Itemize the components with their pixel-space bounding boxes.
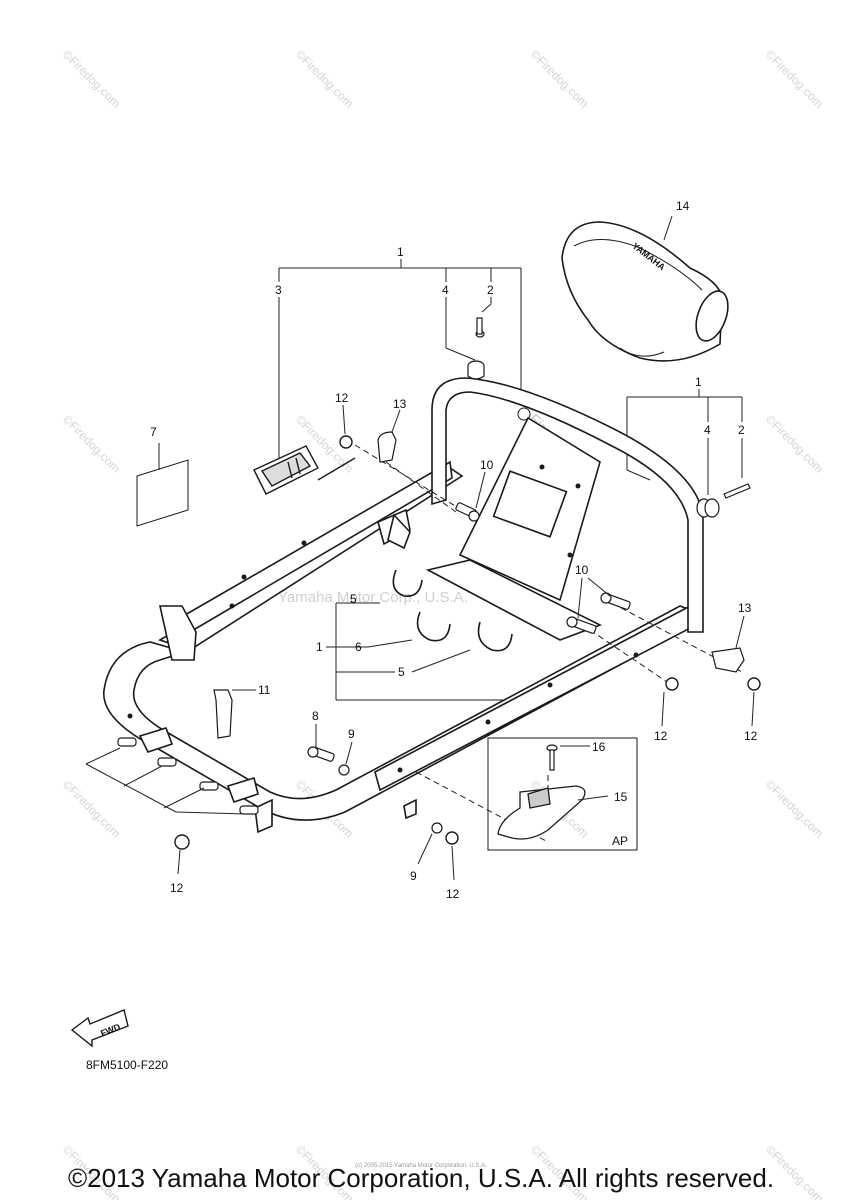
part-3-grip-pad (253, 445, 356, 495)
callout-6: 6 (355, 640, 362, 654)
part-4-collar (467, 360, 485, 380)
watermark-text: ©Firedog.com (763, 777, 826, 840)
callout-1: 1 (695, 375, 702, 389)
watermark-center-company: Yamaha Motor Corp., U.S.A. (278, 589, 468, 606)
part-7-label (136, 459, 189, 527)
fine-print: (c) 2005-2015 Yamaha Motor Corporation, … (355, 1163, 487, 1169)
callout-12: 12 (744, 729, 758, 743)
part-12-nut (174, 834, 190, 850)
callout-9: 9 (348, 727, 355, 741)
callout-12: 12 (170, 881, 184, 895)
part-16-screw (546, 744, 558, 771)
diagram-code: 8FM5100-F220 (86, 1058, 169, 1072)
callout-14: 14 (676, 199, 690, 213)
part-13-bracket (377, 431, 397, 463)
callout-5: 5 (398, 665, 405, 679)
part-14-seat-cushion: YAMAHA (561, 221, 729, 362)
item-1-right-bracket (626, 389, 743, 495)
frame-holes (127, 407, 639, 773)
fwd-arrow-icon: FWD (70, 1009, 129, 1048)
callout-9: 9 (410, 869, 417, 883)
callout-12: 12 (654, 729, 668, 743)
part-10-bolts-right (566, 592, 631, 634)
callout-2: 2 (487, 283, 494, 297)
part-10-bolt (455, 502, 480, 522)
part-9-washer (431, 822, 443, 834)
copyright-notice: ©2013 Yamaha Motor Corporation, U.S.A. A… (67, 1163, 775, 1193)
part-11-strap (213, 689, 233, 739)
frame-assembly (103, 377, 704, 834)
watermark-text: ©Firedog.com (60, 777, 123, 840)
callout-labels: 1 3 4 2 14 12 13 7 10 1 4 2 10 5 1 6 5 1… (150, 199, 758, 901)
part-15-step (497, 785, 586, 840)
callout-3: 3 (275, 283, 282, 297)
ap-inset-box (487, 737, 638, 851)
callout-5: 5 (350, 592, 357, 606)
part-8-bolt (307, 746, 335, 762)
callout-10: 10 (480, 458, 494, 472)
part-12-nut (665, 677, 679, 691)
callout-2: 2 (738, 423, 745, 437)
part-12-nut (747, 677, 761, 691)
watermark-text: ©Firedog.com (528, 47, 591, 110)
callout-4: 4 (704, 423, 711, 437)
callout-ap: AP (612, 834, 628, 848)
callout-15: 15 (614, 790, 628, 804)
watermark-text: ©Firedog.com (293, 47, 356, 110)
callout-13: 13 (393, 397, 407, 411)
part-9-washer (338, 764, 350, 776)
stud-leader-lines (85, 747, 247, 815)
callout-10: 10 (575, 563, 589, 577)
callout-12: 12 (335, 391, 349, 405)
part-13-bracket-right (711, 647, 745, 673)
part-12-nut (445, 831, 459, 845)
callout-12: 12 (446, 887, 460, 901)
part-12-nut (339, 435, 353, 449)
watermark-text: ©Firedog.com (60, 412, 123, 475)
front-studs (117, 737, 259, 815)
callout-7: 7 (150, 425, 157, 439)
part-2-rivet-right (723, 483, 751, 499)
part-4-collar-right (696, 498, 720, 518)
callout-4: 4 (442, 283, 449, 297)
callout-1: 1 (397, 245, 404, 259)
part-2-rivet (475, 317, 485, 338)
item-1-top-bracket (278, 259, 522, 460)
callout-13: 13 (738, 601, 752, 615)
watermark-text: ©Firedog.com (763, 412, 826, 475)
callout-1: 1 (316, 640, 323, 654)
watermark-text: ©Firedog.com (763, 47, 826, 110)
callout-8: 8 (312, 709, 319, 723)
callout-16: 16 (592, 740, 606, 754)
callout-11: 11 (258, 683, 271, 697)
watermark-text: ©Firedog.com (60, 47, 123, 110)
